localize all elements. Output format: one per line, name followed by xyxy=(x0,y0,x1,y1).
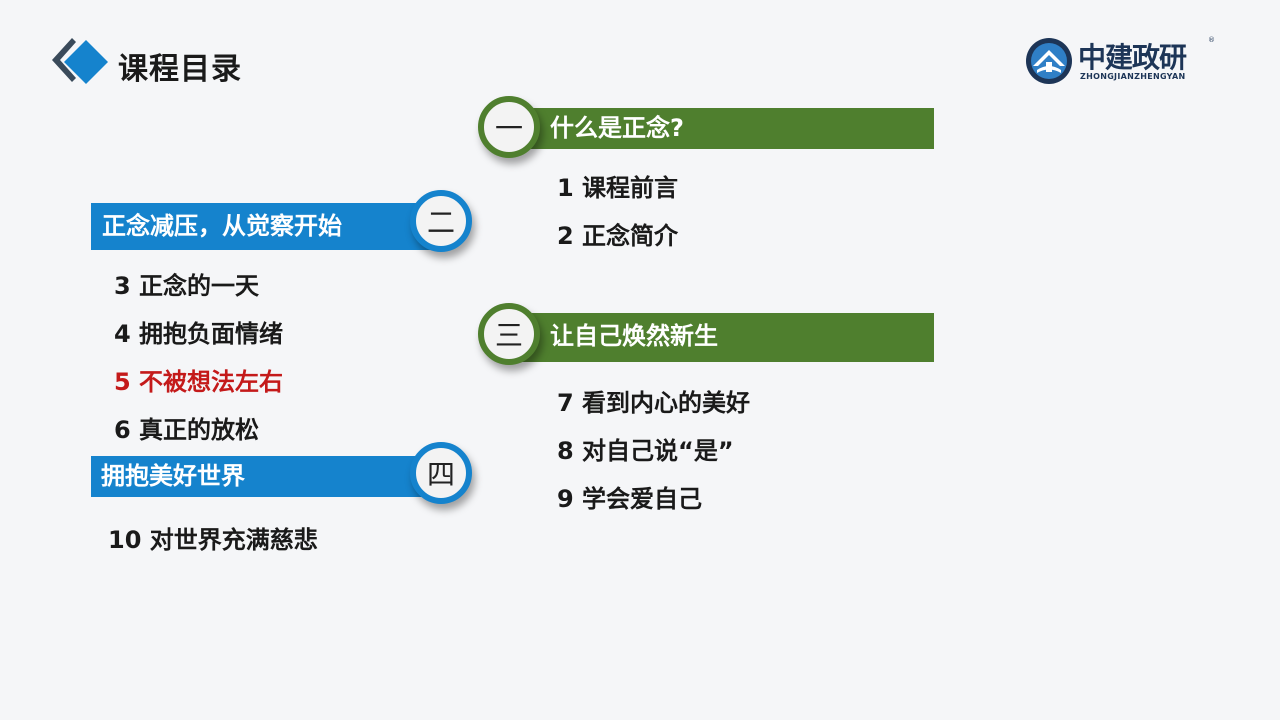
list-item-highlighted[interactable]: 5 不被想法左右 xyxy=(114,368,284,396)
section-1-badge: 一 xyxy=(478,96,540,158)
section-3-title: 让自己焕然新生 xyxy=(550,322,718,350)
section-3-bar: 让自己焕然新生 xyxy=(510,313,934,362)
list-item[interactable]: 3 正念的一天 xyxy=(114,272,260,300)
brand-logo: 中建政研 ® ZHONGJIANZHENGYAN xyxy=(1024,36,1215,86)
list-item[interactable]: 1 课程前言 xyxy=(557,174,679,202)
list-item[interactable]: 9 学会爱自己 xyxy=(557,485,703,513)
registered-mark: ® xyxy=(1208,36,1215,44)
section-3-badge: 三 xyxy=(478,303,540,365)
section-3-numeral: 三 xyxy=(494,319,523,352)
section-2-bar: 正念减压，从觉察开始 xyxy=(91,203,451,250)
section-2-numeral: 二 xyxy=(426,206,455,239)
section-1-bar: 什么是正念? xyxy=(510,108,934,149)
page-title: 课程目录 xyxy=(118,52,242,87)
list-item[interactable]: 8 对自己说“是” xyxy=(557,437,734,465)
section-2-badge: 二 xyxy=(410,190,472,252)
section-2-title: 正念减压，从觉察开始 xyxy=(102,212,342,240)
brand-emblem-icon xyxy=(1026,38,1072,84)
list-item[interactable]: 6 真正的放松 xyxy=(114,416,260,444)
section-4-numeral: 四 xyxy=(426,458,455,491)
diamond-logo-icon xyxy=(52,38,108,84)
list-item[interactable]: 2 正念简介 xyxy=(557,222,679,250)
section-1-title: 什么是正念? xyxy=(550,114,684,142)
section-4-title: 拥抱美好世界 xyxy=(101,462,245,490)
section-4-bar: 拥抱美好世界 xyxy=(91,456,451,497)
list-item[interactable]: 7 看到内心的美好 xyxy=(557,389,751,417)
section-4-badge: 四 xyxy=(410,442,472,504)
list-item[interactable]: 4 拥抱负面情绪 xyxy=(114,320,284,348)
brand-name-cn: 中建政研 xyxy=(1078,41,1187,74)
section-1-numeral: 一 xyxy=(494,112,523,145)
brand-name-en: ZHONGJIANZHENGYAN xyxy=(1080,72,1186,81)
list-item[interactable]: 10 对世界充满慈悲 xyxy=(108,526,318,554)
